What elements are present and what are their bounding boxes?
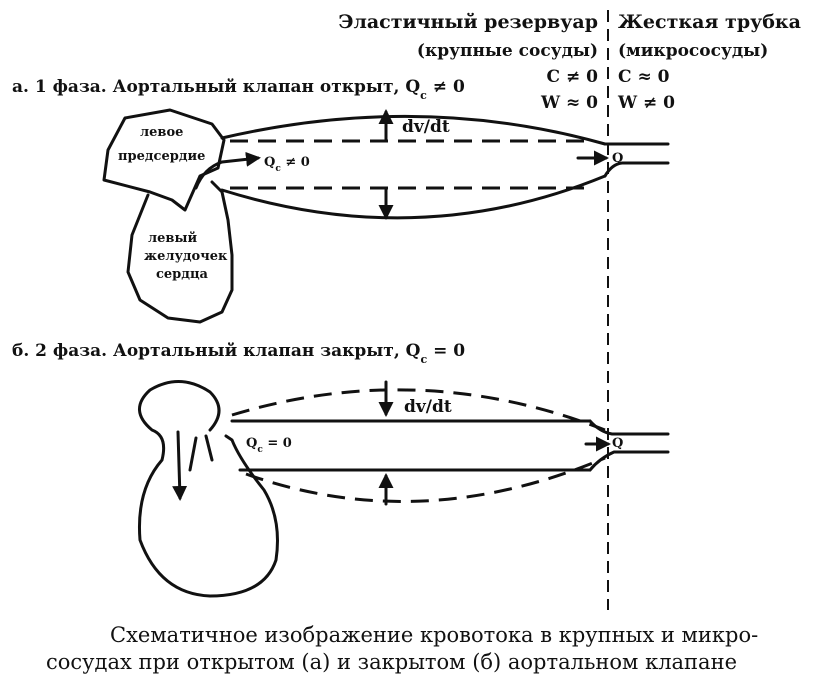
- phase2-inflow-arrow: [172, 430, 188, 501]
- phase2-tube-upper: [588, 419, 670, 436]
- phase1-tube-lower: [603, 161, 670, 178]
- aorta-expanded-upper: [220, 114, 607, 146]
- ventricle-label-line3: сердца: [156, 267, 209, 282]
- phase2-flow-label: Qc = 0: [246, 436, 292, 455]
- reservoir-resistance: W ≈ 0: [540, 93, 598, 113]
- phase2-valve-flap: [188, 436, 198, 472]
- reservoir-title: Эластичный резервуар: [338, 11, 598, 33]
- phase1-flow-label: Qc ≠ 0: [264, 155, 310, 174]
- left-atrium-shape: [102, 108, 226, 212]
- caption-line2: сосудах при открытом (а) и закрытом (б) …: [46, 650, 737, 674]
- ventricle-label-line1: левый: [148, 231, 198, 246]
- reservoir-compliance: C ≠ 0: [547, 67, 599, 87]
- phase2-heart-shape: [138, 380, 279, 598]
- phase2-dvdt-label: dv/dt: [404, 397, 452, 417]
- tube-subtitle: (микрососуды): [618, 41, 768, 61]
- aorta-expanded-lower: [220, 174, 607, 220]
- phase2-dashed-lower: [245, 456, 606, 503]
- left-ventricle-shape: [126, 180, 234, 324]
- tube-compliance: C ≈ 0: [618, 67, 670, 87]
- phase2-valve-flap-2: [204, 434, 214, 462]
- ventricle-label-line2: желудочек: [144, 249, 228, 264]
- phase1-q-label: Q: [612, 151, 623, 166]
- phase1-title: а. 1 фаза. Аортальный клапан открыт, Qc …: [12, 77, 465, 102]
- tube-resistance: W ≠ 0: [617, 93, 675, 113]
- tube-title: Жесткая трубка: [618, 11, 801, 33]
- caption-line1: Схематичное изображение кровотока в круп…: [110, 623, 758, 647]
- phase2-tube-lower: [588, 450, 670, 472]
- atrium-label-line1: левое: [140, 125, 183, 140]
- reservoir-subtitle: (крупные сосуды): [417, 41, 598, 61]
- phase1-dvdt-label: dv/dt: [402, 117, 450, 137]
- phase2-q-label: Q: [612, 436, 623, 451]
- ventricle-outflow-path: [194, 160, 224, 190]
- flow-arrow: [220, 151, 261, 167]
- atrium-label-line2: предсердие: [118, 149, 205, 164]
- phase2-title: б. 2 фаза. Аортальный клапан закрыт, Qc …: [12, 341, 465, 366]
